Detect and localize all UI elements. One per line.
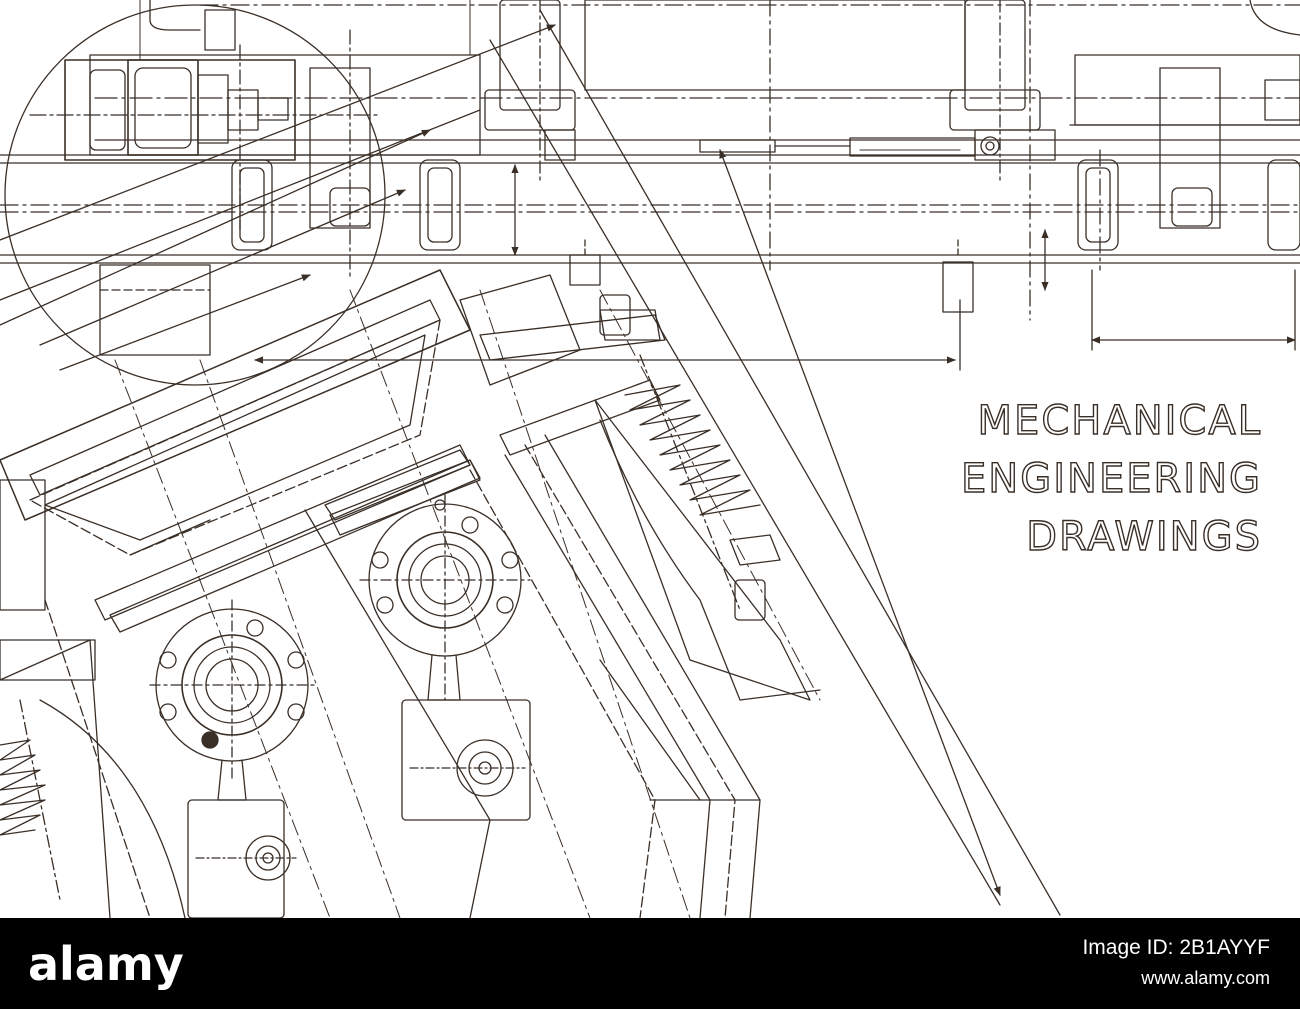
watermark-footer: alamy Image ID: 2B1AYYF www.alamy.com <box>0 918 1300 1009</box>
inclined-hopper <box>0 269 581 611</box>
left-valve <box>149 599 315 918</box>
construction-lines <box>114 0 961 918</box>
title-block: MECHANICAL ENGINEERING DRAWINGS <box>960 392 1262 566</box>
diagonal-bars <box>94 314 666 633</box>
coil-spring <box>594 294 821 701</box>
title-line-1: MECHANICAL <box>977 397 1262 444</box>
top-frame <box>0 0 1300 321</box>
watermark-logo: alamy <box>28 937 184 991</box>
left-hardware <box>0 599 186 918</box>
watermark-image-id: Image ID: 2B1AYYF <box>1082 936 1270 959</box>
watermark-url: www.alamy.com <box>1141 968 1270 988</box>
dimension-lines <box>0 9 1296 916</box>
middle-valve <box>359 494 531 821</box>
title-line-2: ENGINEERING <box>960 455 1262 502</box>
title-line-3: DRAWINGS <box>1025 513 1262 560</box>
blueprint-svg <box>0 0 1300 918</box>
blueprint-drawing: MECHANICAL ENGINEERING DRAWINGS <box>0 0 1300 918</box>
bent-pipe <box>304 434 761 918</box>
detail-circle <box>4 0 386 386</box>
